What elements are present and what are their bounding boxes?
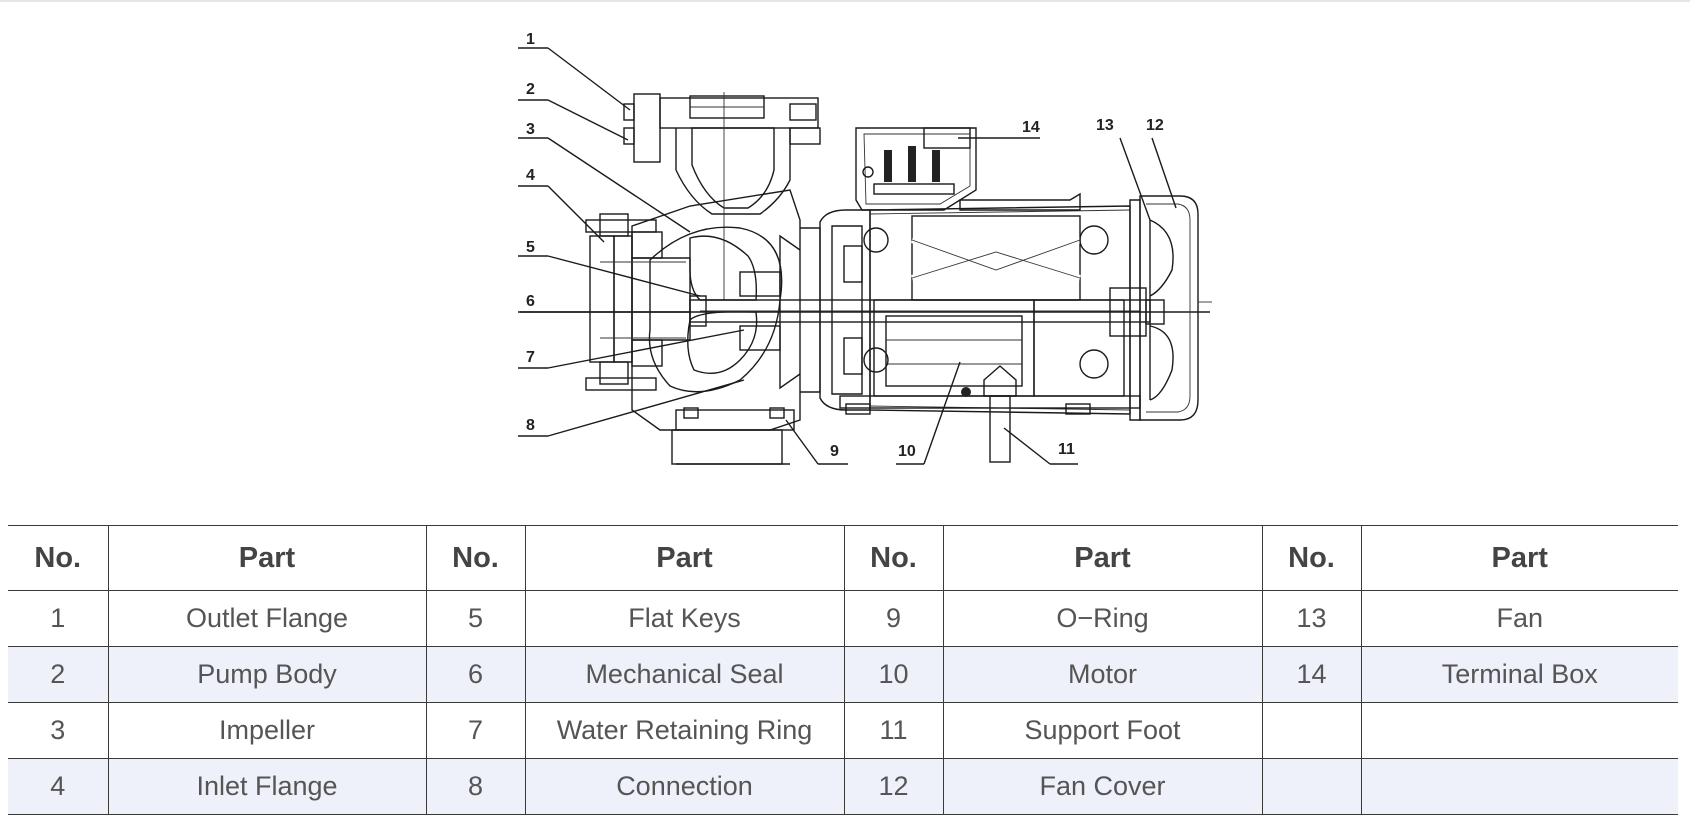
pump-cross-section-diagram: 1 2 3 4 5 6 7 8 9 10 11 12 13 14 bbox=[518, 31, 1212, 465]
cell-no bbox=[1261, 758, 1362, 815]
cell-no: 2 bbox=[8, 646, 109, 703]
callout-11: 11 bbox=[1058, 441, 1075, 458]
callout-7: 7 bbox=[526, 349, 535, 366]
cell-no: 3 bbox=[8, 702, 109, 759]
inlet-bolt-top bbox=[585, 219, 657, 233]
cell-part: Outlet Flange bbox=[107, 590, 427, 647]
header-part: Part bbox=[942, 525, 1263, 591]
cell-part bbox=[1360, 702, 1678, 759]
callout-10: 10 bbox=[898, 443, 916, 460]
callout-numbers: 1 2 3 4 5 6 7 8 9 10 11 12 13 14 bbox=[526, 31, 1164, 460]
table-row: 4 Inlet Flange 8 Connection 12 Fan Cover bbox=[8, 758, 1678, 815]
callout-13: 13 bbox=[1096, 117, 1114, 134]
cell-no: 10 bbox=[843, 646, 944, 703]
parts-table: No. Part No. Part No. Part No. Part 1 Ou… bbox=[8, 525, 1678, 815]
cell-part: Pump Body bbox=[107, 646, 427, 703]
cell-no: 5 bbox=[425, 590, 526, 647]
cell-no bbox=[1261, 702, 1362, 759]
terminal-box-drawing bbox=[855, 127, 1081, 211]
leader-lines bbox=[518, 47, 1177, 465]
header-no: No. bbox=[843, 525, 944, 591]
cell-part: Inlet Flange bbox=[107, 758, 427, 815]
motor-frame bbox=[869, 205, 1131, 415]
cell-part: Water Retaining Ring bbox=[524, 702, 845, 759]
table-row: 3 Impeller 7 Water Retaining Ring 11 Sup… bbox=[8, 702, 1678, 759]
cell-no: 7 bbox=[425, 702, 526, 759]
table-header-row: No. Part No. Part No. Part No. Part bbox=[8, 525, 1678, 591]
header-part: Part bbox=[107, 525, 427, 591]
top-divider bbox=[0, 0, 1690, 2]
cell-no: 14 bbox=[1261, 646, 1362, 703]
inlet-bolt-bottom bbox=[585, 377, 657, 391]
callout-8: 8 bbox=[526, 417, 535, 434]
support-foot bbox=[989, 395, 1011, 463]
mechanical-seal bbox=[739, 271, 781, 297]
motor-drawing bbox=[819, 199, 1147, 463]
cell-no: 11 bbox=[843, 702, 944, 759]
header-no: No. bbox=[8, 525, 109, 591]
cell-part: Fan Cover bbox=[942, 758, 1263, 815]
outlet-bolt bbox=[633, 93, 661, 163]
table-row: 1 Outlet Flange 5 Flat Keys 9 O−Ring 13 … bbox=[8, 590, 1678, 647]
cell-part: Impeller bbox=[107, 702, 427, 759]
cell-part bbox=[1360, 758, 1678, 815]
cell-part: Terminal Box bbox=[1360, 646, 1678, 703]
cell-part: Motor bbox=[942, 646, 1263, 703]
cell-no: 9 bbox=[843, 590, 944, 647]
callout-3: 3 bbox=[526, 121, 535, 138]
cell-no: 13 bbox=[1261, 590, 1362, 647]
cell-part: O−Ring bbox=[942, 590, 1263, 647]
cell-no: 12 bbox=[843, 758, 944, 815]
cell-part: Connection bbox=[524, 758, 845, 815]
header-part: Part bbox=[1360, 525, 1678, 591]
cell-part: Mechanical Seal bbox=[524, 646, 845, 703]
callout-9: 9 bbox=[830, 443, 839, 460]
fan-and-cover-drawing bbox=[1139, 195, 1212, 421]
cell-part: Fan bbox=[1360, 590, 1678, 647]
fan-cover bbox=[1139, 195, 1199, 421]
cell-no: 4 bbox=[8, 758, 109, 815]
callout-14: 14 bbox=[1022, 119, 1040, 136]
header-part: Part bbox=[524, 525, 845, 591]
fan-hub bbox=[1145, 299, 1165, 325]
cell-no: 6 bbox=[425, 646, 526, 703]
callout-1: 1 bbox=[526, 31, 535, 48]
cell-part: Support Foot bbox=[942, 702, 1263, 759]
callout-12: 12 bbox=[1146, 117, 1164, 134]
cell-no: 1 bbox=[8, 590, 109, 647]
cell-part: Flat Keys bbox=[524, 590, 845, 647]
callout-2: 2 bbox=[526, 81, 535, 98]
callout-5: 5 bbox=[526, 239, 535, 256]
impeller-shape bbox=[689, 235, 758, 301]
cell-no: 8 bbox=[425, 758, 526, 815]
callout-4: 4 bbox=[526, 167, 535, 184]
callout-6: 6 bbox=[526, 293, 535, 310]
stator-top bbox=[911, 215, 1081, 301]
header-no: No. bbox=[425, 525, 526, 591]
table-row: 2 Pump Body 6 Mechanical Seal 10 Motor 1… bbox=[8, 646, 1678, 703]
header-no: No. bbox=[1261, 525, 1362, 591]
